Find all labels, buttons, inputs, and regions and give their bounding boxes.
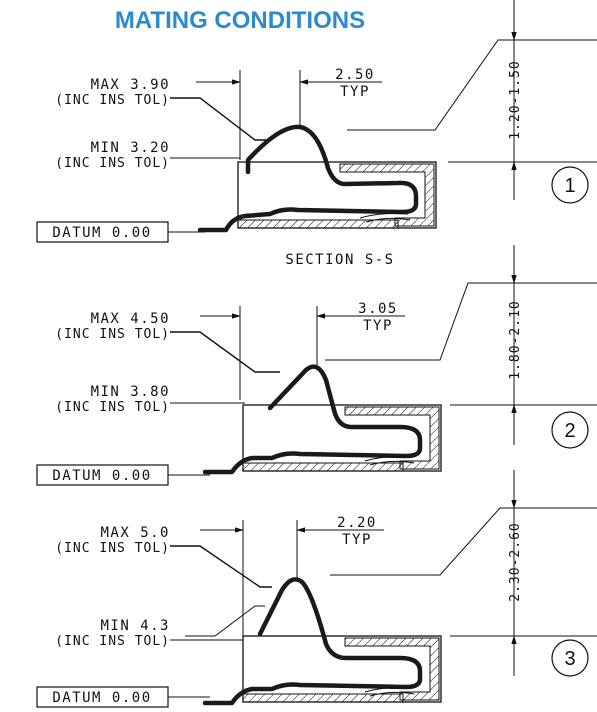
- contact-spring: [202, 577, 423, 706]
- dimension-lines: [168, 245, 597, 476]
- min-sub-label: (INC INS TOL): [55, 634, 170, 649]
- contact-spring: [202, 364, 423, 475]
- housing-section: [242, 404, 442, 472]
- detail-1: MAX 3.90 (INC INS TOL) MIN 3.20 (INC INS…: [36, 0, 597, 243]
- detail-3: MAX 5.0 (INC INS TOL) MIN 4.3 (INC INS T…: [36, 470, 597, 708]
- detail-number-circle: [551, 411, 589, 449]
- min-sub-label: (INC INS TOL): [55, 400, 170, 415]
- min-label: MIN 4.3: [100, 618, 170, 634]
- max-sub-label: (INC INS TOL): [55, 327, 170, 342]
- typ-value: 3.05: [358, 301, 398, 317]
- max-sub-label: (INC INS TOL): [55, 93, 170, 108]
- typ-value: 2.20: [337, 515, 377, 531]
- datum-label: DATUM 0.00: [52, 225, 151, 241]
- typ-label: TYP: [363, 318, 393, 334]
- datum-label: DATUM 0.00: [52, 690, 151, 706]
- min-label: MIN 3.20: [91, 140, 170, 156]
- section-label: SECTION S-S: [285, 252, 394, 268]
- dimension-lines: [168, 0, 597, 233]
- max-label: MAX 4.50: [91, 311, 170, 327]
- range-label: 1.20-1.50: [508, 60, 523, 139]
- detail-2: MAX 4.50 (INC INS TOL) MIN 3.80 (INC INS…: [36, 245, 597, 486]
- datum-label: DATUM 0.00: [52, 468, 151, 484]
- max-label: MAX 3.90: [91, 77, 170, 93]
- range-label: 2.30-2.60: [508, 522, 523, 601]
- typ-label: TYP: [340, 84, 370, 100]
- min-label: MIN 3.80: [91, 384, 170, 400]
- housing-section: [237, 161, 437, 229]
- dimension-lines: [168, 470, 597, 698]
- range-label: 1.80-2.10: [508, 300, 523, 379]
- detail-number: 1: [564, 175, 575, 197]
- min-sub-label: (INC INS TOL): [55, 156, 170, 171]
- max-sub-label: (INC INS TOL): [55, 541, 170, 556]
- detail-number-circle: [551, 639, 589, 677]
- typ-label: TYP: [342, 532, 372, 548]
- contact-spring: [197, 124, 419, 233]
- page-title: MATING CONDITIONS: [115, 7, 365, 34]
- detail-number: 3: [564, 648, 575, 670]
- typ-value: 2.50: [335, 67, 375, 83]
- housing-section: [242, 635, 442, 703]
- detail-number-circle: [551, 166, 589, 204]
- detail-number: 2: [564, 420, 575, 442]
- max-label: MAX 5.0: [100, 525, 170, 541]
